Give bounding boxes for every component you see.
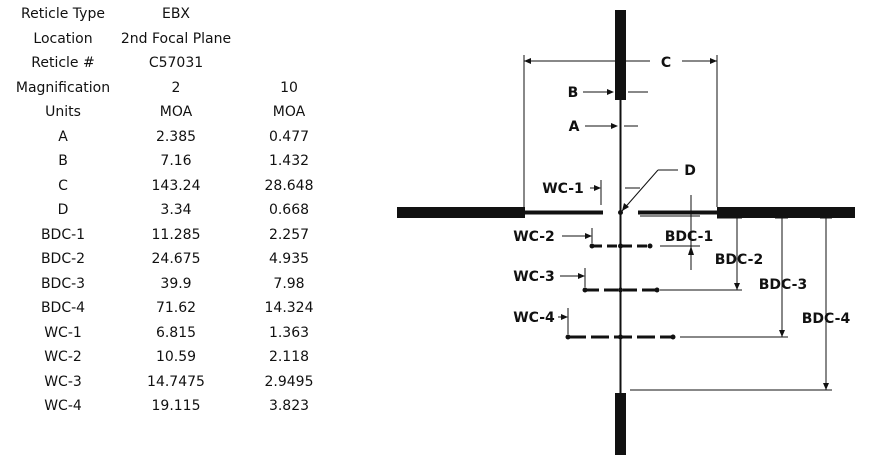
spec-cell-mag10: 14.324 [264,300,314,316]
bdc2-dot-left [582,287,588,293]
spec-cell-label: WC-3 [44,373,82,390]
label-wc4: WC-4 [513,310,555,326]
spec-cell-label: WC-4 [44,398,82,414]
spec-cell-label: C [58,177,68,194]
top-thick-post [615,10,626,100]
a-arrowhead [611,123,618,129]
spec-cell-mag10: 0.668 [268,202,310,218]
bdc1-dot-right [647,243,653,249]
spec-cell-label: Units [45,104,81,120]
spec-cell-label: BDC-4 [40,300,86,316]
wc2-arrowhead [585,233,592,239]
label-wc1: WC-1 [542,181,584,197]
bdc3-dot-right [670,334,676,340]
bdc3-arrowhead [779,330,785,337]
spec-cell-mag2: EBX [161,6,191,22]
wc4-arrowhead [561,314,568,320]
spec-cell-label: BDC-1 [40,226,86,243]
spec-cell-mag2: 39.9 [160,275,192,292]
spec-cell-label: BDC-3 [40,275,86,292]
d-arrowhead [622,203,629,211]
reticle-diagram: C B A D WC-1 WC-2 WC-3 WC-4 BDC-1 BDC-2 … [397,10,855,455]
spec-cell-label: WC-2 [44,349,82,365]
right-thick-post [717,207,855,218]
spec-cell-mag2: 11.285 [151,226,201,243]
label-d: D [684,163,696,179]
spec-cell-mag2: 14.7475 [147,373,205,390]
spec-cell-mag10: 7.98 [273,275,305,292]
label-c: C [661,55,671,71]
wc3-arrowhead [578,273,585,279]
spec-cell-mag2: 2 [171,79,181,96]
spec-cell-mag10: 1.363 [268,324,310,341]
spec-cell-mag10: 10 [280,79,298,96]
bdc2-arrowhead [734,283,740,290]
label-bdc4: BDC-4 [802,311,851,327]
bdc2-dot-right [654,287,660,293]
bdc1-arrowhead [688,246,694,255]
bdc3-dot-left [565,334,571,340]
bdc4-arrowhead [823,383,829,390]
left-thick-post [397,207,525,218]
spec-cell-label: B [58,153,68,169]
spec-cell-label: Magnification [15,79,111,96]
label-bdc3: BDC-3 [759,277,807,293]
spec-cell-mag10: 0.477 [268,128,310,145]
bdc1-dot-center [618,243,623,249]
spec-cell-mag2: 2nd Focal Plane [120,30,232,47]
b-arrowhead [607,89,614,95]
spec-cell-mag2: C57031 [148,55,204,71]
spec-cell-label: BDC-2 [40,251,86,267]
bdc1-dot-left [589,243,595,249]
spec-cell-mag2: MOA [159,104,193,120]
spec-cell-mag10: 2.118 [268,349,310,365]
spec-cell-label: WC-1 [44,324,82,341]
spec-cell-mag2: 24.675 [151,251,201,267]
spec-cell-mag2: 2.385 [155,128,197,145]
label-a: A [569,119,580,135]
spec-cell-mag10: 28.648 [264,177,314,194]
c-arrowhead-right [710,58,717,64]
bdc2-dot-center [618,287,623,293]
label-wc3: WC-3 [513,269,555,285]
bottom-thick-post [615,393,626,455]
spec-cell-mag2: 6.815 [155,324,197,341]
spec-cell-label: Reticle # [31,55,95,71]
spec-cell-mag2: 19.115 [151,398,201,414]
spec-cell-mag10: 2.9495 [264,373,314,390]
label-bdc2: BDC-2 [715,252,763,268]
spec-cell-mag10: 3.823 [268,398,310,414]
d-leader [621,169,659,212]
bdc3-dot-center [618,334,623,340]
spec-cell-mag2: 71.62 [155,300,197,316]
label-bdc1: BDC-1 [665,229,713,245]
spec-cell-mag2: 143.24 [151,177,201,194]
spec-cell-label: Location [33,30,93,47]
spec-cell-mag2: 10.59 [155,349,197,365]
spec-cell-mag10: 2.257 [268,226,310,243]
label-b: B [568,85,579,101]
center-dot [618,210,623,215]
wc1-arrowhead [594,185,601,191]
spec-cell-mag10: MOA [272,104,306,120]
label-wc2: WC-2 [513,229,555,245]
spec-cell-label: Reticle Type [21,6,105,22]
spec-cell-mag10: 1.432 [268,153,310,169]
spec-cell-label: A [58,128,68,145]
spec-cell-label: D [57,202,69,218]
spec-cell-mag10: 4.935 [268,251,310,267]
spec-cell-mag2: 7.16 [160,153,192,169]
c-arrowhead-left [524,58,531,64]
spec-cell-mag2: 3.34 [160,202,192,218]
